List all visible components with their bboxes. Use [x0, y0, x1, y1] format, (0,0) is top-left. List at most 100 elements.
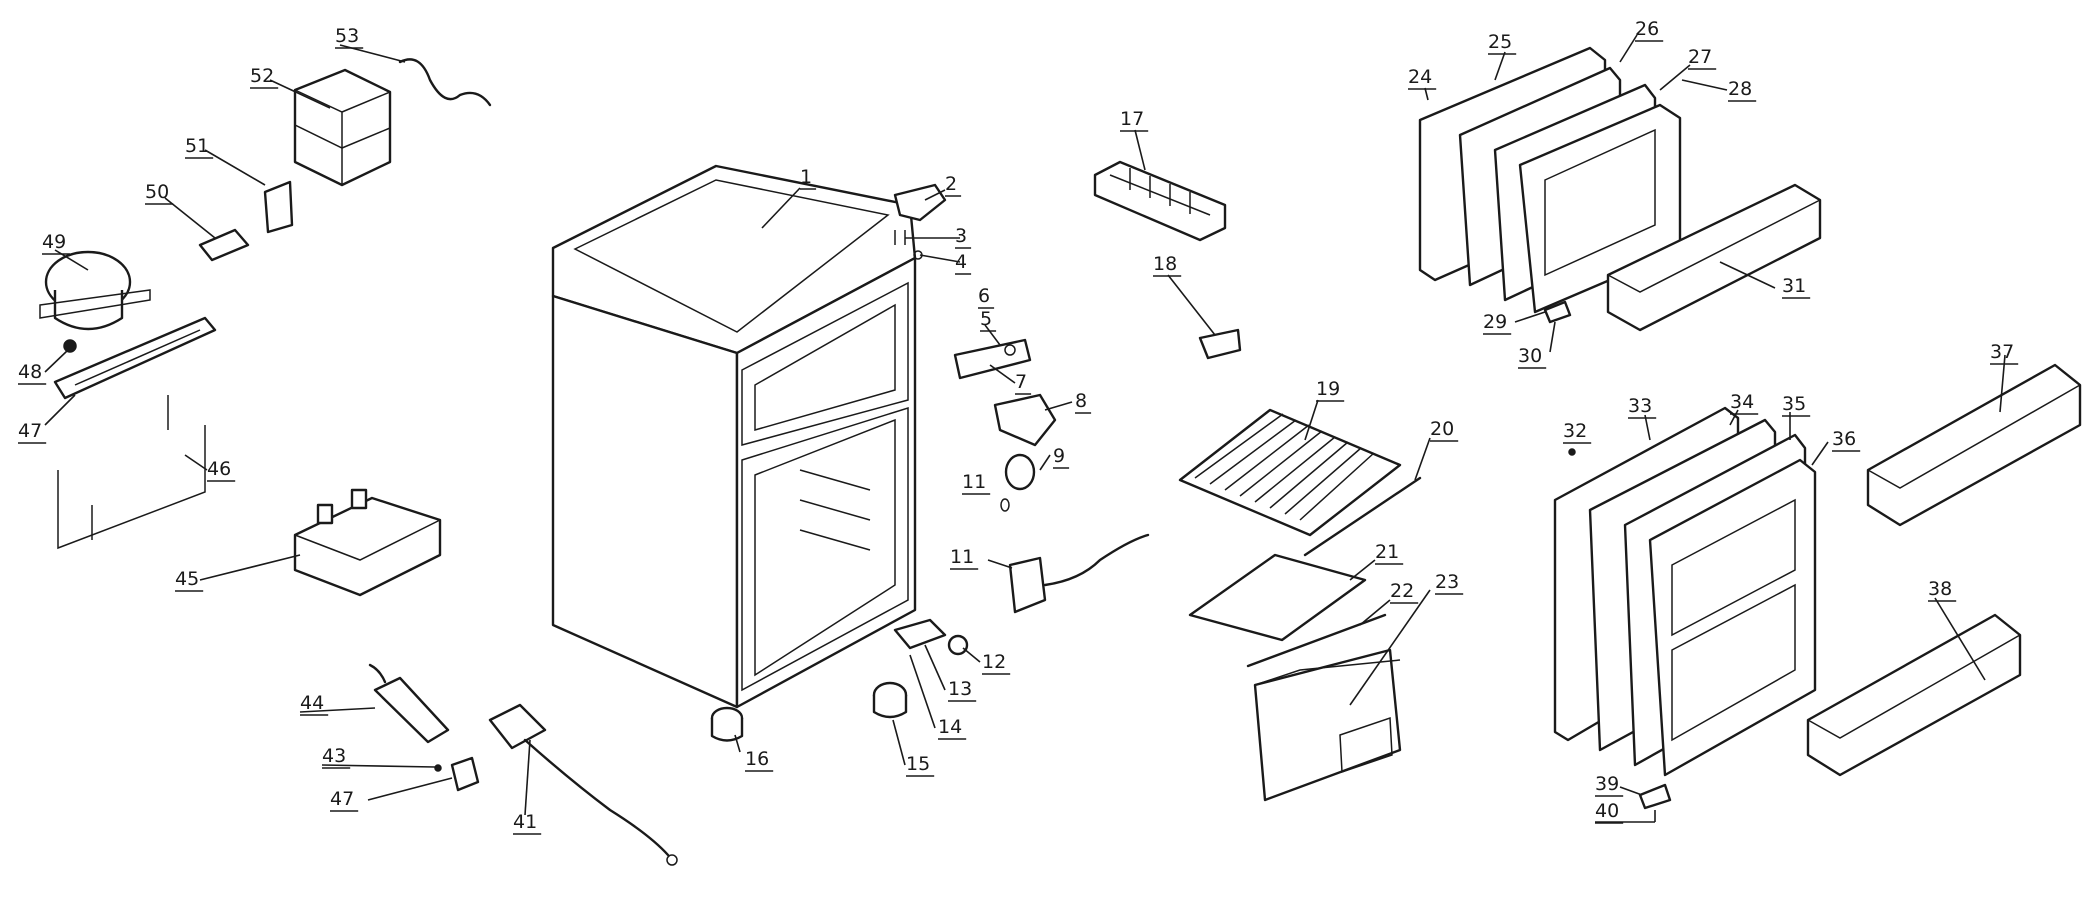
label-8: 8 — [1044, 390, 1092, 414]
label-33: 33 — [1628, 395, 1657, 441]
shelf-trim — [1303, 476, 1422, 557]
svg-text:39: 39 — [1595, 773, 1619, 795]
label-4: 4 — [919, 251, 972, 275]
label-43: 43 — [321, 745, 436, 769]
svg-text:27: 27 — [1688, 46, 1712, 68]
svg-text:51: 51 — [185, 135, 209, 157]
label-44: 44 — [299, 692, 376, 716]
upper-hinge — [893, 183, 947, 260]
svg-text:23: 23 — [1435, 571, 1459, 593]
fridge-door-shelf-upper — [1866, 363, 2082, 527]
label-32: 32 — [1563, 420, 1592, 456]
svg-text:11: 11 — [950, 546, 974, 568]
svg-text:2: 2 — [945, 173, 957, 195]
label-36: 36 — [1811, 428, 1861, 466]
svg-text:31: 31 — [1782, 275, 1806, 297]
svg-text:43: 43 — [322, 745, 346, 767]
label-11-lower: 11 — [950, 546, 1013, 570]
svg-text:8: 8 — [1075, 390, 1087, 412]
label-51: 51 — [185, 135, 266, 186]
svg-text:34: 34 — [1730, 391, 1754, 413]
svg-text:44: 44 — [300, 692, 324, 714]
svg-text:49: 49 — [42, 231, 66, 253]
svg-text:14: 14 — [938, 716, 962, 738]
label-23: 23 — [1349, 571, 1464, 706]
compressor — [39, 250, 151, 331]
label-29: 29 — [1483, 311, 1546, 335]
lower-hinge — [710, 618, 969, 742]
svg-text:24: 24 — [1408, 66, 1432, 88]
label-1: 1 — [761, 166, 817, 229]
label-15: 15 — [892, 719, 935, 777]
svg-text:40: 40 — [1595, 800, 1619, 822]
svg-text:15: 15 — [906, 753, 930, 775]
svg-text:46: 46 — [207, 458, 231, 480]
label-13: 13 — [924, 644, 977, 702]
svg-text:22: 22 — [1390, 580, 1414, 602]
fridge-latch — [1638, 783, 1672, 810]
relay-cover — [293, 68, 392, 187]
label-45: 45 — [175, 554, 301, 592]
svg-text:47: 47 — [18, 420, 42, 442]
label-47-upper: 47 — [18, 394, 76, 444]
svg-text:52: 52 — [250, 65, 274, 87]
label-16: 16 — [734, 734, 774, 772]
svg-text:13: 13 — [948, 678, 972, 700]
svg-text:26: 26 — [1635, 18, 1659, 40]
label-9: 9 — [1039, 445, 1070, 471]
freezer-door-shelf — [1606, 183, 1822, 332]
svg-text:3: 3 — [955, 225, 967, 247]
label-31: 31 — [1719, 261, 1811, 299]
svg-text:16: 16 — [745, 748, 769, 770]
label-48: 48 — [18, 349, 69, 385]
svg-text:38: 38 — [1928, 578, 1952, 600]
label-2: 2 — [924, 173, 962, 201]
label-17: 17 — [1120, 108, 1149, 171]
label-21: 21 — [1349, 541, 1404, 581]
compressor-base-plate — [53, 316, 217, 400]
svg-text:21: 21 — [1375, 541, 1399, 563]
svg-text:28: 28 — [1728, 78, 1752, 100]
label-14: 14 — [909, 654, 967, 740]
label-30: 30 — [1518, 321, 1556, 369]
label-22: 22 — [1359, 580, 1419, 626]
label-5: 5 — [980, 308, 1001, 346]
svg-text:32: 32 — [1563, 420, 1587, 442]
ice-tray — [1093, 160, 1227, 242]
fridge-door — [1553, 406, 1817, 777]
svg-text:47: 47 — [330, 788, 354, 810]
power-cord-plug — [488, 703, 678, 866]
label-7: 7 — [989, 364, 1032, 395]
freezer-door — [1418, 46, 1682, 314]
label-47-lower: 47 — [330, 777, 453, 812]
svg-text:6: 6 — [978, 285, 990, 307]
label-41: 41 — [513, 739, 542, 835]
label-49: 49 — [42, 231, 89, 271]
svg-text:9: 9 — [1053, 445, 1065, 467]
label-24: 24 — [1408, 66, 1437, 101]
label-11-upper: 11 — [962, 471, 991, 495]
svg-text:18: 18 — [1153, 253, 1177, 275]
fridge-door-shelf-lower — [1806, 613, 2022, 777]
svg-text:12: 12 — [982, 651, 1006, 673]
svg-text:48: 48 — [18, 361, 42, 383]
svg-text:33: 33 — [1628, 395, 1652, 417]
cord-clip — [434, 756, 480, 792]
screws-46 — [57, 395, 206, 550]
thermostat — [1008, 533, 1150, 614]
rubber-mount — [63, 339, 77, 353]
label-34: 34 — [1729, 391, 1759, 426]
svg-text:4: 4 — [955, 251, 967, 273]
label-18: 18 — [1153, 253, 1216, 336]
svg-text:17: 17 — [1120, 108, 1144, 130]
label-46: 46 — [184, 454, 236, 482]
label-39: 39 — [1595, 773, 1643, 797]
cabinet — [551, 164, 917, 709]
svg-text:53: 53 — [335, 25, 359, 47]
label-37: 37 — [1990, 341, 2019, 413]
label-50: 50 — [145, 181, 216, 239]
label-35: 35 — [1782, 393, 1811, 440]
label-26: 26 — [1619, 18, 1664, 63]
svg-text:19: 19 — [1316, 378, 1340, 400]
